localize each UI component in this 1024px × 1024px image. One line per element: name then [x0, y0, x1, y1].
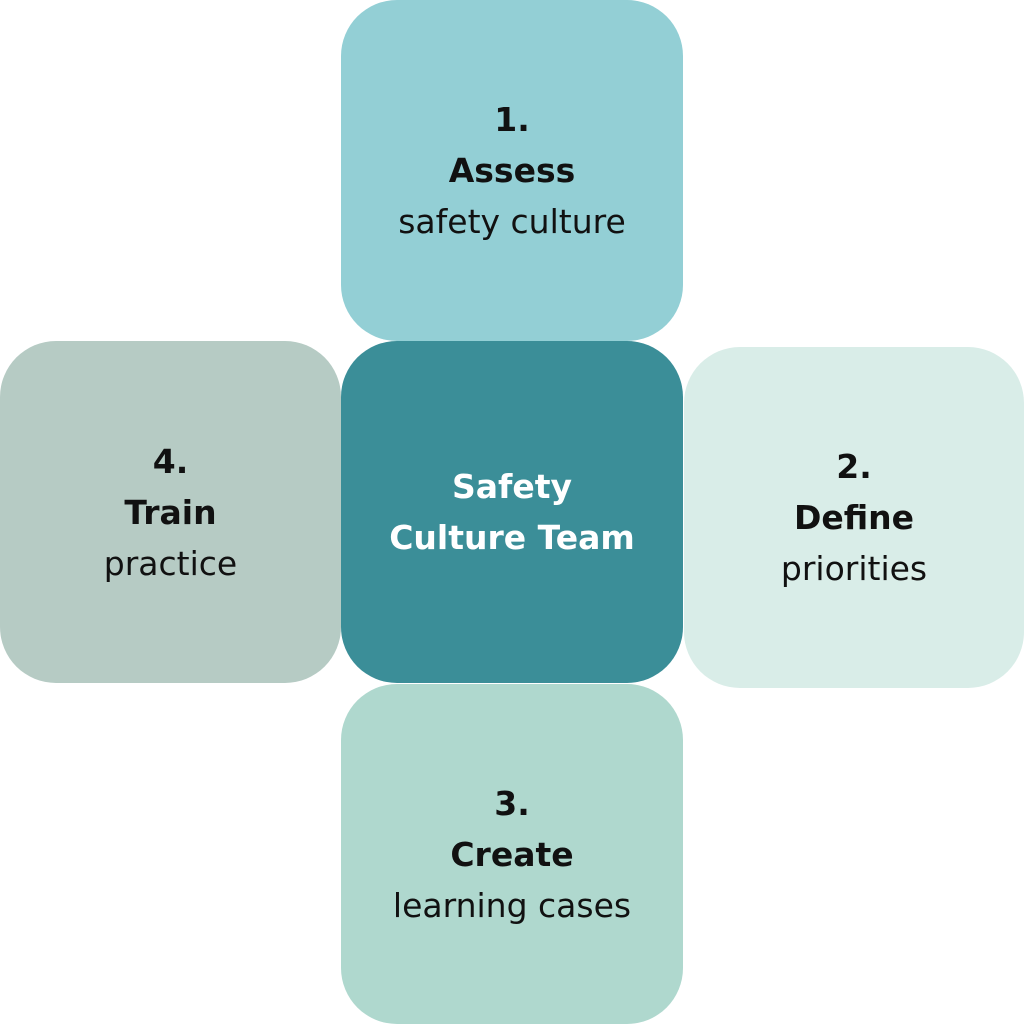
step-number: 1. [494, 100, 530, 139]
center-team-box: Safety Culture Team [341, 341, 683, 683]
step-subtitle: priorities [780, 549, 928, 588]
center-line-2: Culture Team [389, 518, 635, 557]
step-number: 4. [152, 441, 189, 481]
step-create-box: 3. Create learning cases [341, 684, 683, 1024]
step-number: 3. [494, 783, 530, 823]
step-subtitle: learning cases [392, 885, 632, 925]
step-assess-box: 1. Assess safety culture [341, 0, 683, 341]
center-line-1: Safety [451, 467, 573, 506]
step-subtitle: safety culture [398, 202, 626, 241]
step-title: Train [124, 492, 217, 532]
step-number: 2. [836, 447, 872, 486]
step-subtitle: practice [103, 543, 238, 583]
step-define-box: 2. Define priorities [684, 347, 1024, 688]
step-title: Create [450, 834, 574, 874]
step-train-box: 4. Train practice [0, 341, 341, 683]
step-title: Define [793, 498, 915, 537]
step-title: Assess [448, 151, 576, 190]
